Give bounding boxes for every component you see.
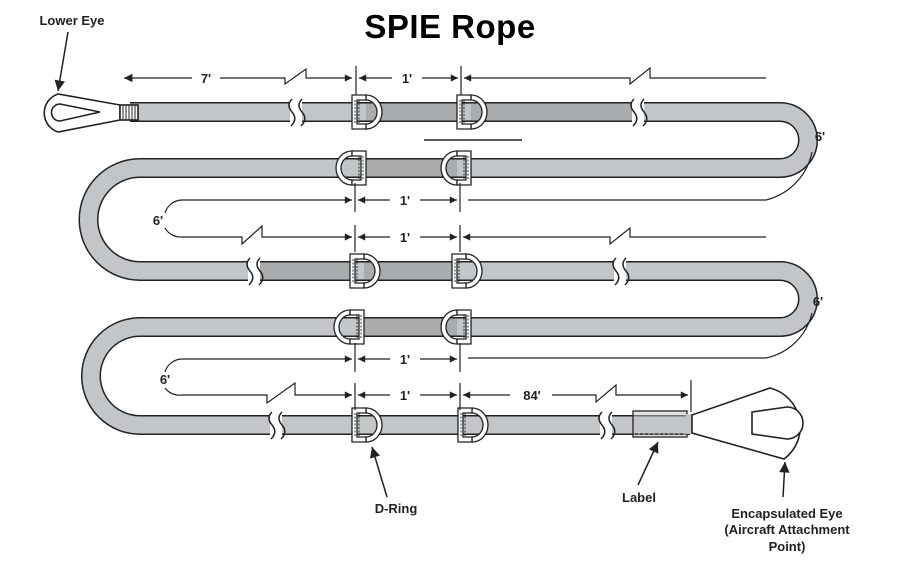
break-mark <box>288 98 306 127</box>
dimension-labels: 7' 1' 6' 1' 6' 1' 6' 1' 6' 1' 84' <box>153 71 825 403</box>
dim-dring-row2: 1' <box>400 193 410 208</box>
callouts <box>54 31 790 498</box>
dimension-lines <box>124 66 813 412</box>
callout-label: Label <box>622 490 656 505</box>
break-mark <box>612 257 630 286</box>
callout-encapsulated-eye-line1: Encapsulated Eye <box>731 506 842 521</box>
d-ring <box>457 407 489 443</box>
rope-breaks <box>246 98 648 440</box>
d-ring <box>351 407 383 443</box>
callout-d-ring: D-Ring <box>375 501 418 516</box>
callout-arrow-d-ring <box>369 446 388 498</box>
d-ring <box>333 309 365 345</box>
d-ring <box>451 253 483 289</box>
callout-arrow-lower-eye <box>54 31 69 92</box>
d-ring <box>456 94 488 130</box>
callout-lower-eye: Lower Eye <box>39 13 104 28</box>
d-ring <box>440 309 472 345</box>
break-mark <box>268 411 286 440</box>
d-ring <box>335 150 367 186</box>
label-sleeve <box>632 410 688 438</box>
dim-dring-row4: 1' <box>400 352 410 367</box>
dim-bend-left-1: 6' <box>153 213 163 228</box>
encapsulated-eye <box>686 387 804 460</box>
d-ring <box>440 150 472 186</box>
d-ring <box>349 253 381 289</box>
dim-dring-row1: 1' <box>402 71 412 86</box>
dim-lower-segment: 7' <box>201 71 211 86</box>
break-mark <box>598 411 616 440</box>
callout-encapsulated-eye-line3: Point) <box>769 539 806 554</box>
diagram-title: SPIE Rope <box>364 8 536 45</box>
dim-bend-left-2: 6' <box>160 372 170 387</box>
dim-upper-segment: 84' <box>523 388 541 403</box>
break-mark <box>246 257 264 286</box>
d-rings <box>333 94 489 443</box>
dim-bend-right-2: 6' <box>813 294 823 309</box>
dim-bend-right-1: 6' <box>815 129 825 144</box>
lower-eye <box>43 93 139 133</box>
rope <box>78 102 818 435</box>
dim-dring-row5: 1' <box>400 388 410 403</box>
dim-dring-row3: 1' <box>400 230 410 245</box>
callout-arrow-label <box>637 441 659 486</box>
callout-encapsulated-eye-line2: (Aircraft Attachment <box>724 522 850 537</box>
d-ring <box>351 94 383 130</box>
break-mark <box>630 98 648 127</box>
callout-arrow-encapsulated-eye <box>779 461 790 498</box>
